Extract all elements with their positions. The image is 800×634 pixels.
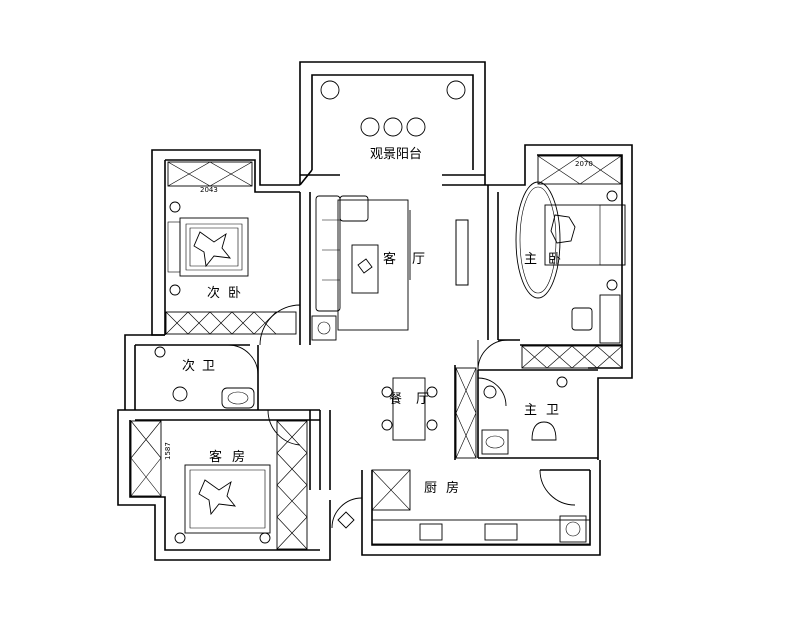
interior-walls: [257, 174, 622, 490]
master-bath-fixtures: [481, 376, 568, 455]
label-master-bath-1: 主: [524, 403, 537, 418]
tv-cabinet: [455, 219, 469, 286]
bed-master: [544, 190, 626, 291]
label-balcony: 观景阳台: [370, 147, 422, 162]
label-master-bath-2: 卫: [546, 403, 559, 418]
bed-guest: [174, 464, 271, 544]
coffee-table: [351, 244, 379, 294]
rug-living: [337, 199, 409, 331]
label-guest-1: 客: [209, 449, 222, 465]
label-kitchen-1: 厨: [424, 481, 437, 496]
bed-second: [167, 201, 249, 296]
outer-walls: [117, 61, 633, 561]
label-guest-2: 房: [232, 449, 245, 465]
plant-icon: [337, 511, 355, 529]
kitchen-fixtures: [371, 469, 591, 545]
sofa-living: [315, 195, 369, 312]
label-living-1: 客: [383, 251, 396, 267]
wardrobe-master: [537, 155, 622, 185]
label-second-bed-2: 卧: [228, 286, 241, 301]
label-second-bed-1: 次: [207, 285, 220, 301]
rug-master: [515, 181, 561, 299]
wardrobe-second-bed-bottom: [165, 311, 297, 335]
dim-guest-wardrobe: 1587: [164, 442, 172, 460]
wardrobe-guest-right: [276, 420, 308, 550]
label-dining-1: 餐: [389, 391, 402, 407]
dim-master-wardrobe: 2070: [575, 160, 593, 168]
label-second-bath-2: 卫: [202, 359, 215, 374]
label-dining-2: 厅: [416, 392, 429, 407]
dining-table: [381, 377, 438, 441]
label-master-bed-2: 卧: [548, 252, 561, 267]
label-second-bath-1: 次: [182, 358, 195, 374]
chair-master: [571, 307, 593, 331]
dim-second-bed-wardrobe: 2043: [200, 186, 218, 194]
side-table: [311, 315, 337, 341]
doors: [227, 210, 576, 529]
cabinet-dining: [455, 367, 477, 459]
label-kitchen-2: 房: [446, 480, 459, 496]
label-master-bed-1: 主: [524, 252, 537, 267]
balcony-table-set: [360, 117, 426, 137]
balcony-plants: [320, 80, 466, 100]
desk-master: [599, 294, 621, 344]
wardrobe-guest-left: [130, 420, 162, 497]
second-bath-fixtures: [154, 346, 255, 409]
label-living-2: 厅: [412, 252, 425, 267]
wardrobe-second-bed: [167, 161, 253, 187]
wardrobe-master-bottom: [521, 345, 623, 369]
